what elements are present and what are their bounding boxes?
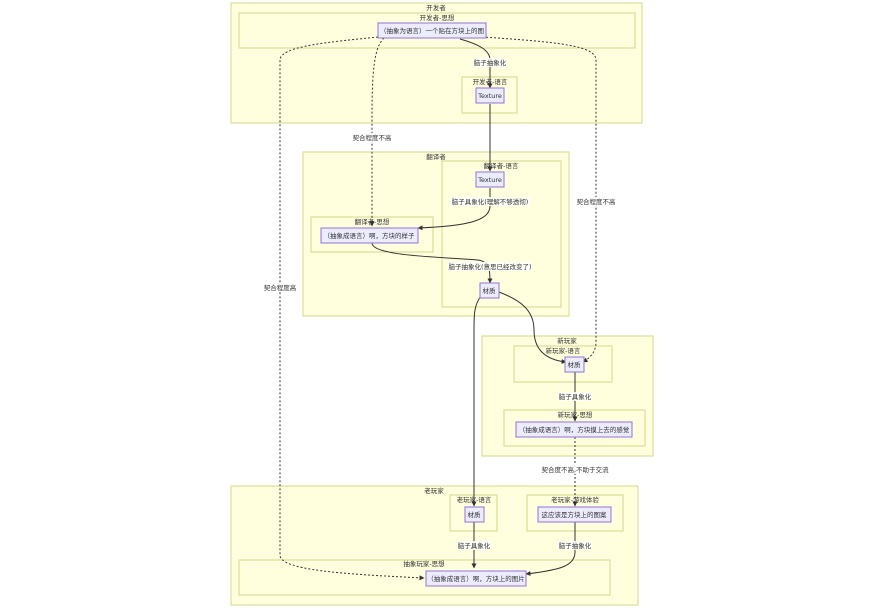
edge-label-fit-low-nocomm: 契合度不高,不助于交流 <box>539 465 611 474</box>
svg-text:（抽象为语言）一个贴在方块上的图: （抽象为语言）一个贴在方块上的图 <box>380 26 484 35</box>
edge-label-brain-abstract: 脑子抽象化 <box>473 58 507 67</box>
svg-text:脑子抽象化: 脑子抽象化 <box>559 541 592 550</box>
node-dev-texture[interactable]: Texture <box>475 87 505 104</box>
node-np-material[interactable]: 材质 <box>564 356 585 373</box>
edge-label-brain-abstract-op: 脑子抽象化 <box>558 541 592 550</box>
cluster-new-player-language: 新玩家-语言 <box>513 345 613 383</box>
edge-dotted-dev-to-tr-thought <box>369 37 385 227</box>
node-tr-texture[interactable]: Texture <box>475 171 505 188</box>
svg-text:Texture: Texture <box>477 176 502 184</box>
svg-text:脑子具象化: 脑子具象化 <box>559 392 592 401</box>
cluster-developer-thought-title: 开发者-思想 <box>420 13 455 22</box>
cluster-developer-title: 开发者 <box>426 3 446 12</box>
edge-dotted-dev-to-old-thought <box>279 36 425 581</box>
svg-text:脑子抽象化(意思已经改变了): 脑子抽象化(意思已经改变了) <box>448 262 531 271</box>
edge-label-brain-concrete-np: 脑子具象化 <box>558 392 592 401</box>
edge-label-fit-high: 契合程度高 <box>261 283 299 292</box>
svg-text:契合程度不高: 契合程度不高 <box>353 133 393 142</box>
node-op-material[interactable]: 材质 <box>464 506 485 523</box>
edge-op-experience-to-op-thought <box>525 522 576 576</box>
node-tr-thought[interactable]: （抽象成语言）啊，方块的样子 <box>320 227 419 244</box>
svg-text:材质: 材质 <box>468 510 482 519</box>
edge-label-brain-concrete-op: 脑子具象化 <box>457 541 491 550</box>
cluster-old-player-title: 老玩家 <box>424 486 444 495</box>
edge-dotted-dev-to-np-material <box>481 36 597 363</box>
edge-tr-thought-to-tr-material <box>371 242 493 284</box>
cluster-new-player-language-title: 新玩家-语言 <box>546 346 581 355</box>
svg-text:契合度不高,不助于交流: 契合度不高,不助于交流 <box>541 465 609 474</box>
svg-text:Texture: Texture <box>477 92 502 100</box>
node-np-thought[interactable]: （抽象成语言）啊，方块摸上去的感觉 <box>515 421 633 438</box>
cluster-translator-language: 翻译者-语言 <box>441 160 562 308</box>
svg-text:材质: 材质 <box>483 286 497 295</box>
cluster-old-player-abstract-title: 抽象玩家-思想 <box>403 559 445 568</box>
svg-text:（抽象成语言）啊，方块摸上去的感觉: （抽象成语言）啊，方块摸上去的感觉 <box>519 425 630 434</box>
cluster-translator-title: 翻译者 <box>426 152 446 161</box>
node-tr-material[interactable]: 材质 <box>479 282 500 299</box>
cluster-new-player-title: 新玩家 <box>557 336 577 345</box>
cluster-old-player-experience-title: 老玩家-游戏体验 <box>551 495 599 504</box>
node-dev-thought[interactable]: （抽象为语言）一个贴在方块上的图 <box>377 22 487 39</box>
svg-text:脑子具象化: 脑子具象化 <box>458 541 491 550</box>
svg-text:脑子抽象化: 脑子抽象化 <box>474 58 507 67</box>
node-op-thought[interactable]: （抽象成语言）啊，方块上的图片 <box>425 570 527 587</box>
edge-label-fit-low-right: 契合程度不高 <box>575 197 617 206</box>
node-op-experience[interactable]: 这应该是方块上的图案 <box>537 506 612 523</box>
svg-text:这应该是方块上的图案: 这应该是方块上的图案 <box>542 510 608 519</box>
svg-text:（抽象成语言）啊，方块的样子: （抽象成语言）啊，方块的样子 <box>324 231 416 240</box>
edge-tr-texture-to-tr-thought <box>417 188 491 231</box>
edge-tr-material-to-np-material <box>498 291 567 364</box>
edge-label-brain-concrete-tr: 脑子具象化(理解不够透彻) <box>450 197 530 206</box>
svg-text:（抽象成语言）啊，方块上的图片: （抽象成语言）啊，方块上的图片 <box>427 574 525 583</box>
edge-label-brain-abstract-changed: 脑子抽象化(意思已经改变了) <box>448 262 532 271</box>
svg-text:材质: 材质 <box>568 360 582 369</box>
cluster-old-player-abstract: 抽象玩家-思想 <box>238 559 611 596</box>
svg-text:契合程度不高: 契合程度不高 <box>577 197 617 206</box>
cluster-translator-language-title: 翻译者-语言 <box>484 161 519 170</box>
edge-label-fit-low-left: 契合程度不高 <box>351 133 393 142</box>
edge-tr-material-to-op-material <box>471 295 482 507</box>
svg-text:契合程度高: 契合程度高 <box>264 283 297 292</box>
svg-text:脑子具象化(理解不够透彻): 脑子具象化(理解不够透彻) <box>452 197 529 206</box>
